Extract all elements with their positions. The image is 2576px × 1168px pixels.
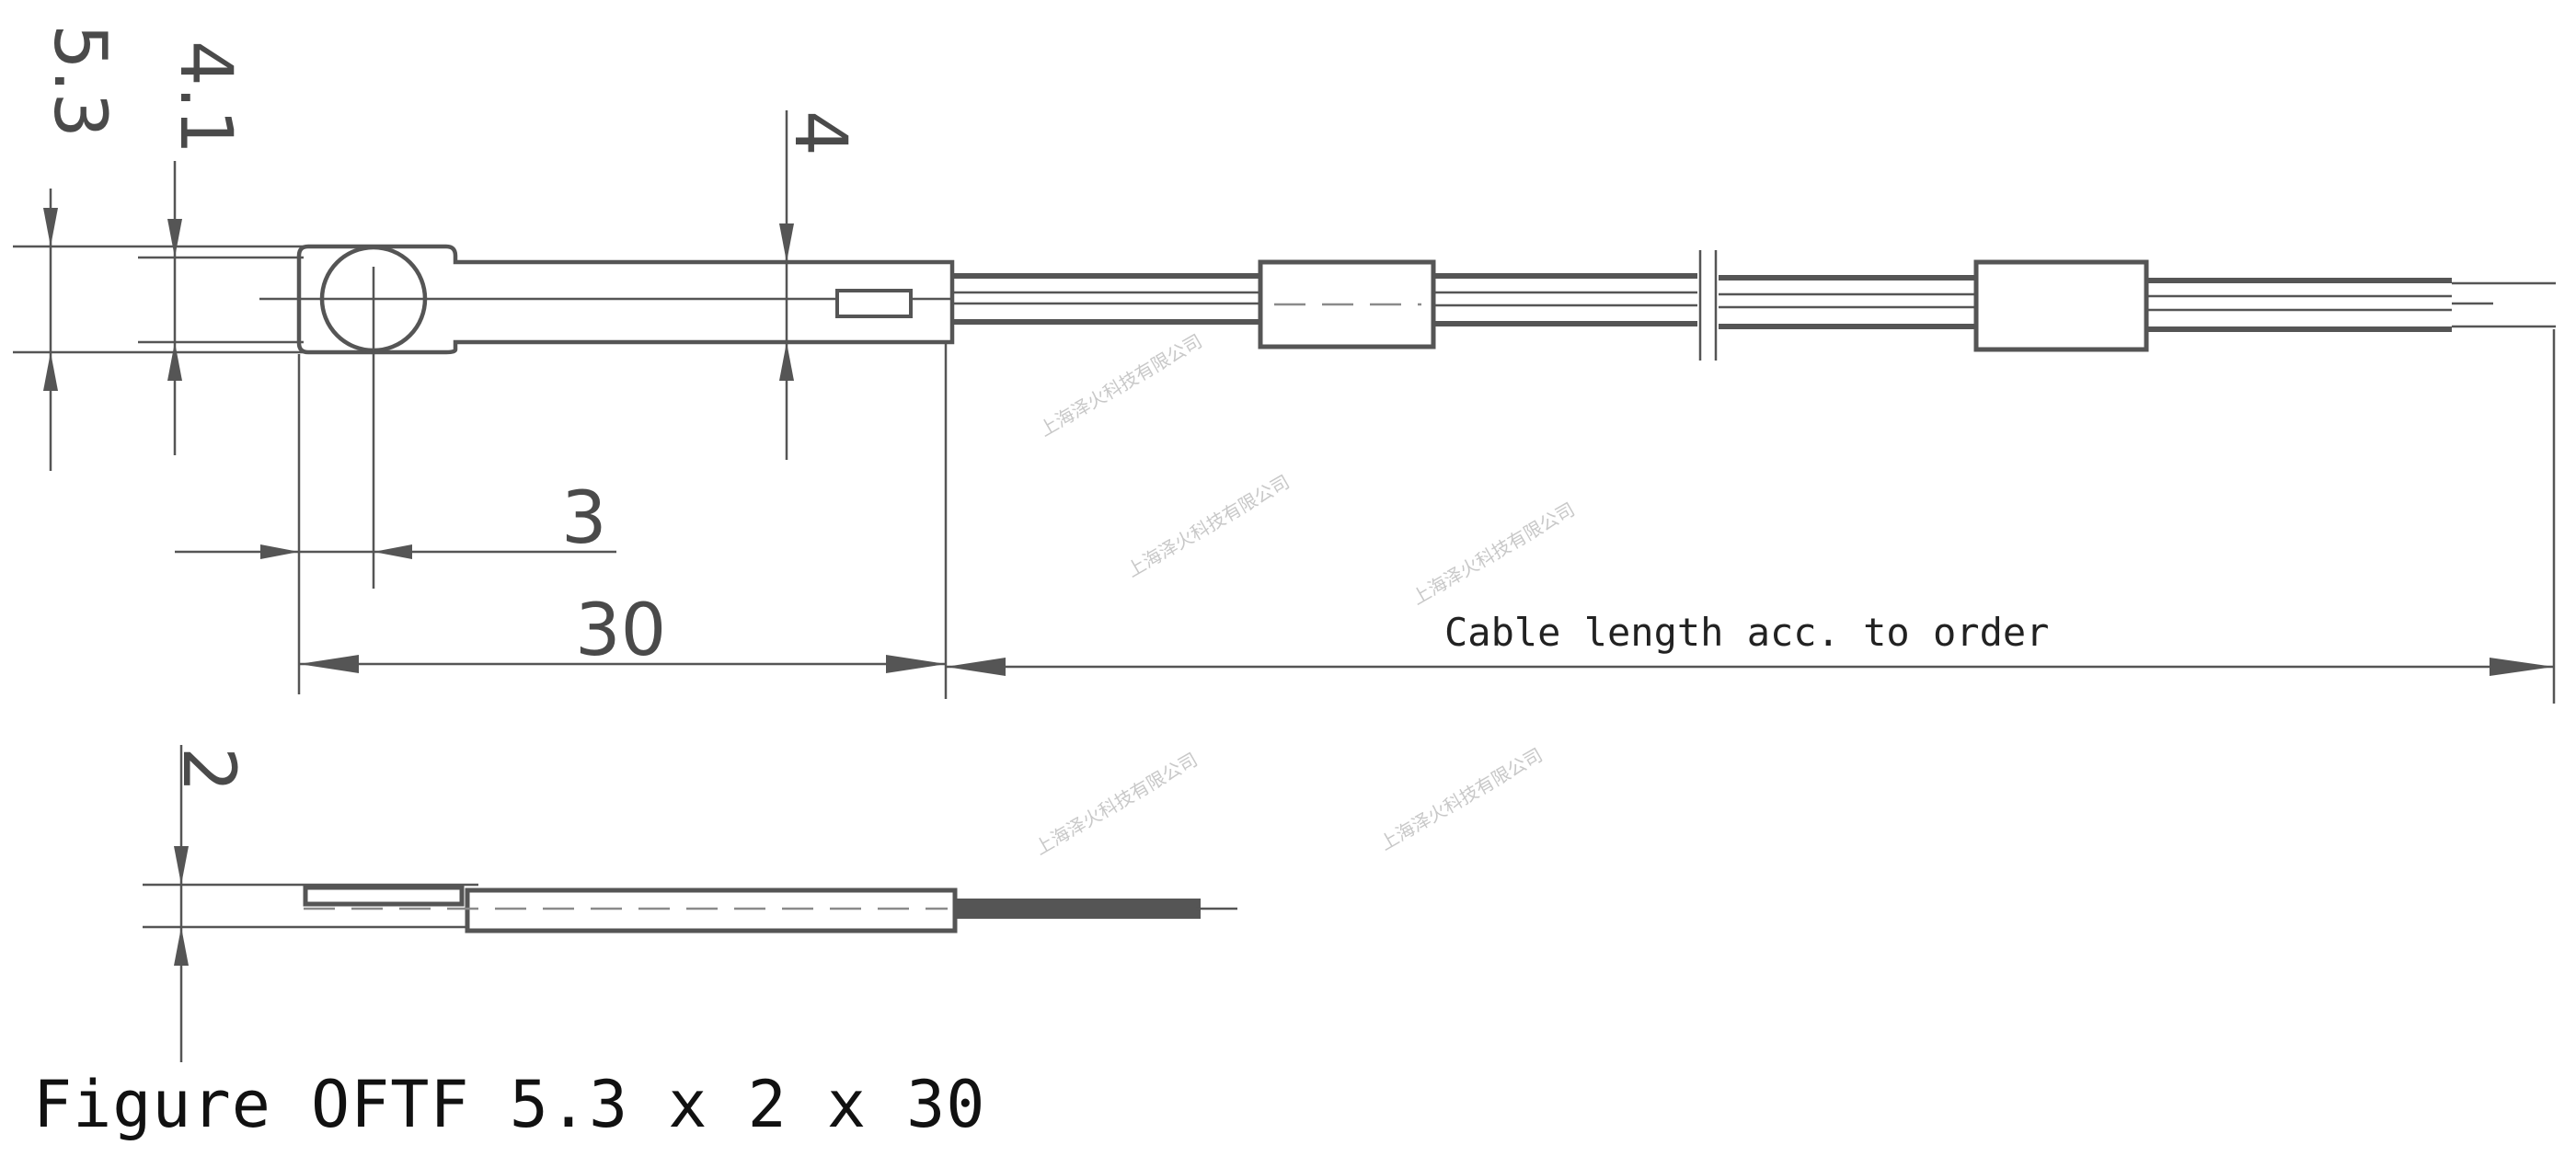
- cable-sleeve-2: [1973, 259, 2149, 352]
- svg-text:上海泽火科技有限公司: 上海泽火科技有限公司: [1409, 498, 1579, 610]
- svg-text:上海泽火科技有限公司: 上海泽火科技有限公司: [1031, 749, 1202, 860]
- dim-inner-width-label: 4.1: [164, 40, 247, 155]
- side-body: [465, 887, 958, 933]
- dim-thickness-label: 2: [167, 747, 249, 793]
- dim-inner-width: 4.1: [164, 40, 247, 455]
- svg-text:上海泽火科技有限公司: 上海泽火科技有限公司: [1376, 744, 1547, 855]
- dim-outer-width: 5.3: [38, 24, 121, 471]
- figure-caption: Figure OFTF 5.3 x 2 x 30: [33, 1067, 986, 1142]
- dim-slot-width-label: 4: [778, 110, 861, 156]
- svg-text:上海泽火科技有限公司: 上海泽火科技有限公司: [1123, 471, 1294, 582]
- dim-slot-width: 4: [778, 110, 861, 460]
- dim-hole-offset-label: 3: [561, 477, 607, 560]
- dim-thickness: 2: [167, 745, 249, 1062]
- dim-cable-length: Cable length acc. to order: [946, 610, 2554, 676]
- sensor-slot: [835, 289, 913, 318]
- dim-hole-offset: 3: [175, 477, 616, 560]
- side-lug: [303, 885, 465, 907]
- dim-outer-width-label: 5.3: [38, 24, 121, 138]
- cable: [952, 250, 2556, 361]
- top-view: [13, 244, 2556, 704]
- side-view: [143, 883, 1237, 933]
- dim-body-length: 30: [299, 590, 946, 673]
- dim-body-length-label: 30: [575, 590, 666, 672]
- sensor-lug-body: [296, 244, 955, 355]
- watermarks: 上海泽火科技有限公司 上海泽火科技有限公司 上海泽火科技有限公司 上海泽火科技有…: [1031, 330, 1579, 860]
- svg-text:上海泽火科技有限公司: 上海泽火科技有限公司: [1036, 330, 1206, 441]
- cable-length-label: Cable length acc. to order: [1444, 610, 2049, 655]
